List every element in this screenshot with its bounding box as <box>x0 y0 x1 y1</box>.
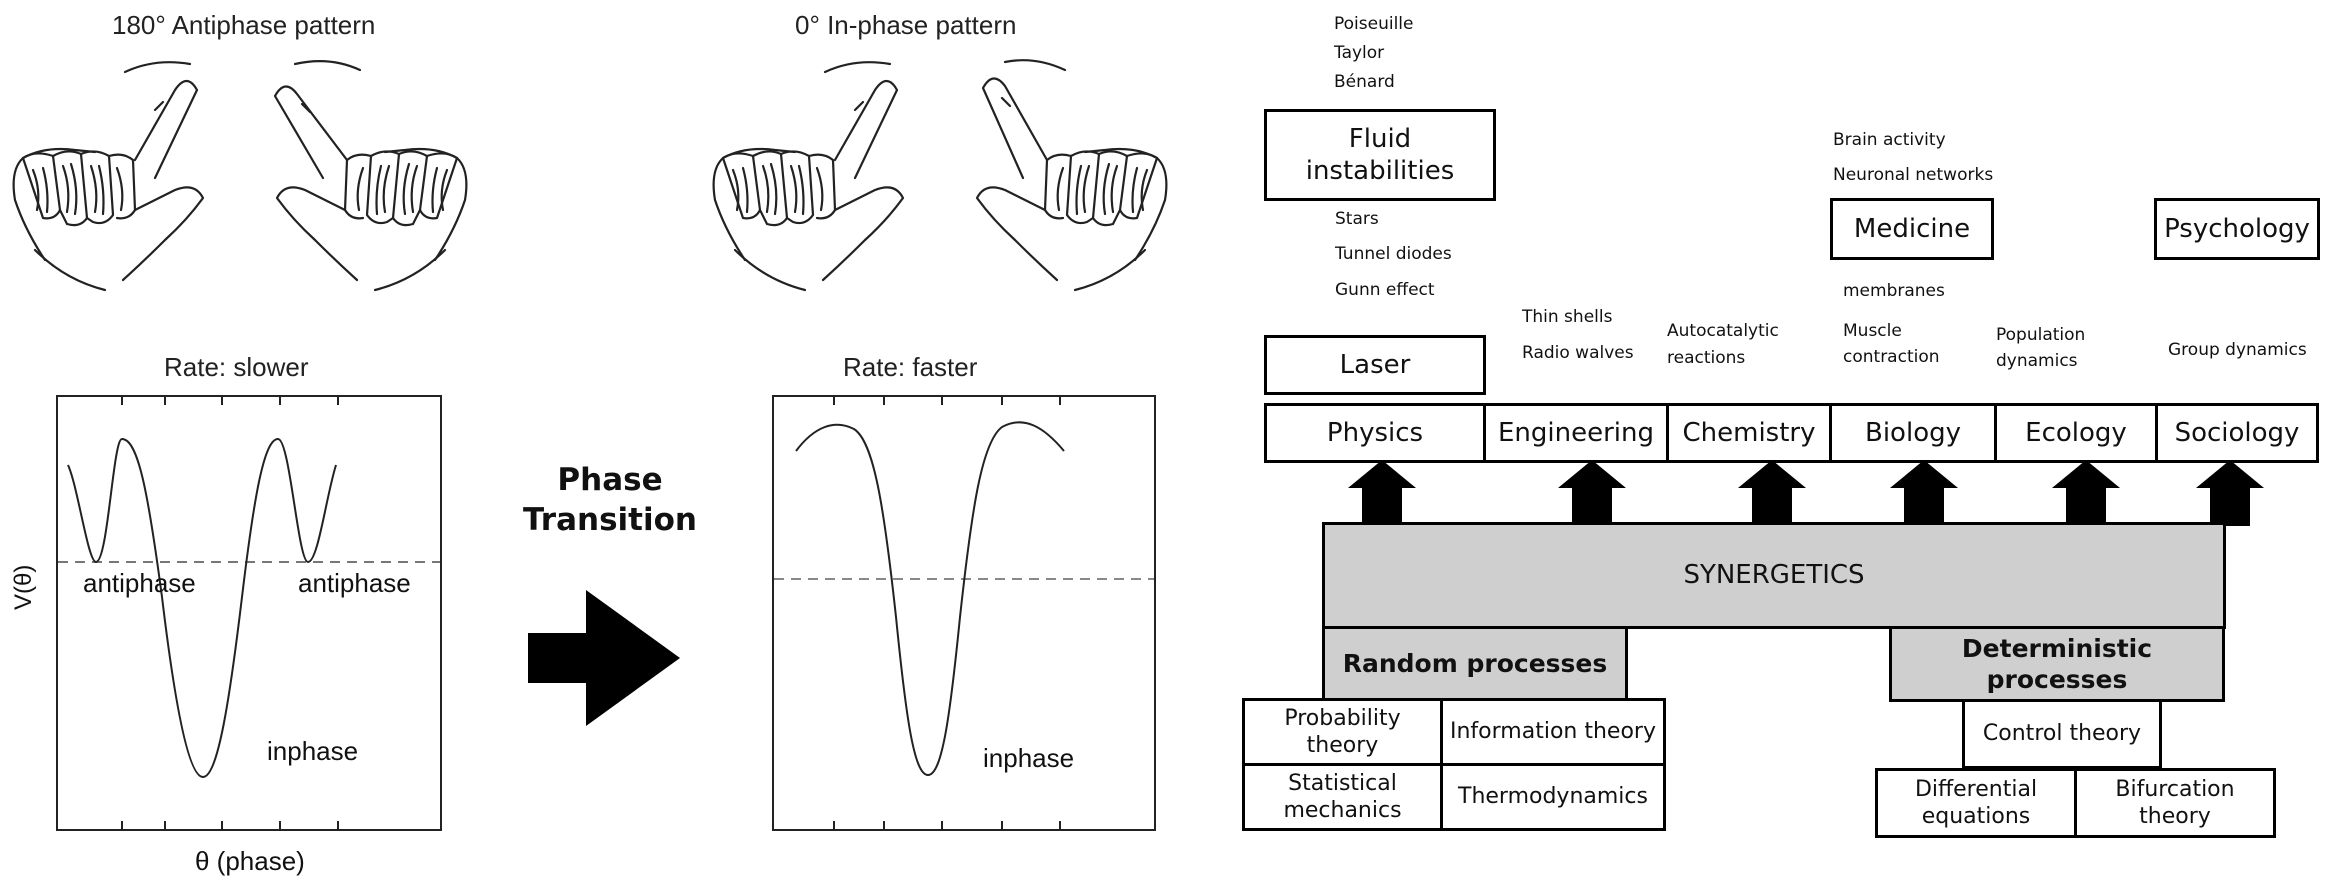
field-biology: Biology <box>1829 403 1997 463</box>
laser-box: Laser <box>1264 335 1486 395</box>
phase-transition-line-2: Transition <box>523 502 697 539</box>
statistical-mechanics-box: Statistical mechanics <box>1242 763 1443 831</box>
topic-brain-activity: Brain activity <box>1833 130 1946 150</box>
inphase-label-slower: inphase <box>267 736 359 766</box>
field-ecology: Ecology <box>1994 403 2158 463</box>
synergetics-box: SYNERGETICS <box>1322 522 2226 629</box>
sociology-topics: Group dynamics <box>2168 340 2307 360</box>
potential-plot-slower <box>56 395 442 831</box>
inphase-label-faster: inphase <box>983 743 1075 773</box>
antiphase-title: 180° Antiphase pattern <box>112 10 376 40</box>
differential-equations-box: Differential equations <box>1875 768 2077 838</box>
field-chemistry: Chemistry <box>1666 403 1832 463</box>
potential-plot-faster <box>772 395 1156 831</box>
psychology-box: Psychology <box>2154 198 2320 260</box>
control-theory-box: Control theory <box>1962 699 2162 769</box>
topic-tunnel-diodes: Tunnel diodes <box>1335 244 1452 265</box>
antiphase-hands-illustration <box>12 60 468 292</box>
inphase-hands-illustration <box>712 59 1168 292</box>
field-physics: Physics <box>1264 403 1486 463</box>
x-axis-label: θ (phase) <box>195 846 305 876</box>
antiphase-label-right: antiphase <box>298 568 411 598</box>
biology-topics-membranes: membranes <box>1843 281 1945 301</box>
bifurcation-theory-box: Bifurcation theory <box>2074 768 2276 838</box>
topic-taylor: Taylor <box>1334 43 1385 64</box>
phase-transition-line-1: Phase <box>557 462 663 498</box>
topic-gunn-effect: Gunn effect <box>1335 279 1435 300</box>
up-arrows-icon <box>1348 460 2264 526</box>
physics-topics-fluid: Poiseuille Taylor Bénard <box>1334 10 1414 98</box>
chemistry-topics: Autocatalytic reactions <box>1667 321 1779 369</box>
topic-radio-walves: Radio walves <box>1522 342 1634 363</box>
topic-poiseuille: Poiseuille <box>1334 14 1414 34</box>
topic-neuronal-networks: Neuronal networks <box>1833 164 1994 185</box>
engineering-topics: Thin shells Radio walves <box>1522 300 1634 371</box>
deterministic-processes-box: Deterministic processes <box>1889 626 2225 702</box>
fluid-instabilities-box: Fluid instabilities <box>1264 109 1496 201</box>
field-sociology: Sociology <box>2155 403 2319 463</box>
antiphase-label-left: antiphase <box>83 568 196 598</box>
information-theory-box: Information theory <box>1440 698 1666 766</box>
ecology-topics: Population dynamics <box>1996 325 2086 372</box>
field-engineering: Engineering <box>1483 403 1669 463</box>
medicine-box: Medicine <box>1830 198 1994 260</box>
biology-topics-muscle: Muscle contraction <box>1843 321 1940 368</box>
inphase-title: 0° In-phase pattern <box>795 10 1017 40</box>
thermodynamics-box: Thermodynamics <box>1440 763 1666 831</box>
rate-slower-label: Rate: slower <box>164 352 309 382</box>
topic-stars: Stars <box>1335 209 1379 229</box>
phase-transition-label: Phase Transition <box>505 460 715 541</box>
physics-topics-other: Stars Tunnel diodes Gunn effect <box>1335 202 1452 308</box>
probability-theory-box: Probability theory <box>1242 698 1443 766</box>
topic-benard: Bénard <box>1334 72 1395 93</box>
rate-faster-label: Rate: faster <box>843 352 978 382</box>
random-processes-box: Random processes <box>1322 626 1628 702</box>
y-axis-label: V(θ) <box>10 564 37 610</box>
biology-topics-brain: Brain activity Neuronal networks <box>1833 123 1993 193</box>
topic-thin-shells: Thin shells <box>1522 307 1613 327</box>
transition-arrow-icon <box>528 590 680 726</box>
